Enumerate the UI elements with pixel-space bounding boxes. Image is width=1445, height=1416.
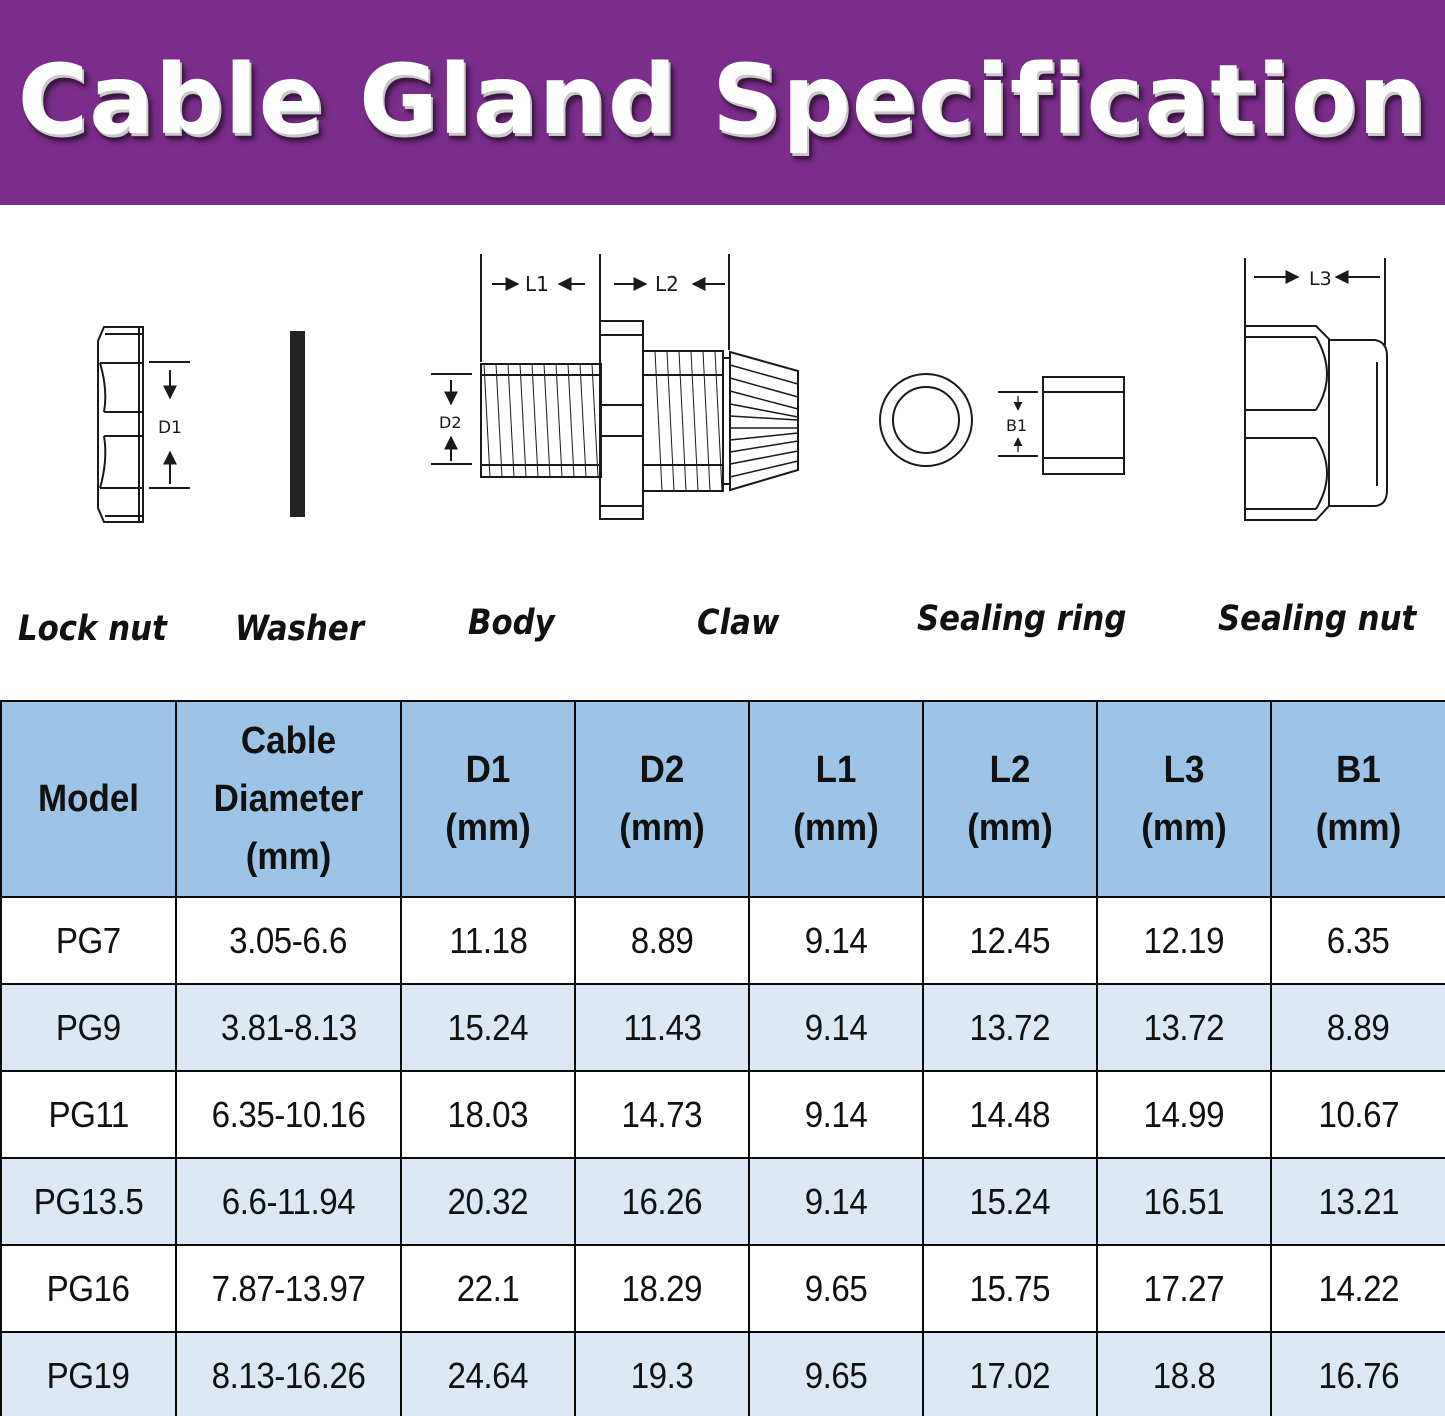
header-l1: L1(mm): [748, 700, 924, 898]
cell-l1: 9.14: [748, 896, 924, 985]
cell-d2: 18.29: [574, 1244, 750, 1333]
specification-table: Model Cable Diameter (mm) D1(mm) D2(mm) …: [0, 700, 1445, 1416]
cell-d1: 24.64: [400, 1331, 576, 1416]
washer-drawing: [290, 331, 305, 517]
cell-l3: 18.8: [1096, 1331, 1272, 1416]
lock-nut-drawing: [97, 326, 190, 523]
table-header-row: Model Cable Diameter (mm) D1(mm) D2(mm) …: [0, 700, 1445, 898]
part-label-sealing-nut: Sealing nut: [1218, 599, 1417, 639]
cell-l1: 9.65: [748, 1244, 924, 1333]
part-label-washer: Washer: [235, 609, 365, 649]
cell-cable-diameter: 3.81-8.13: [175, 983, 402, 1072]
cell-l1: 9.65: [748, 1331, 924, 1416]
d2-label: D2: [439, 413, 462, 432]
cell-l3: 12.19: [1096, 896, 1272, 985]
cell-d1: 18.03: [400, 1070, 576, 1159]
header-cable-diameter: Cable Diameter (mm): [175, 700, 402, 898]
cell-cable-diameter: 7.87-13.97: [175, 1244, 402, 1333]
cell-l2: 17.02: [922, 1331, 1098, 1416]
cell-model: PG19: [0, 1331, 177, 1416]
cell-l2: 15.24: [922, 1157, 1098, 1246]
header-model: Model: [0, 700, 177, 898]
part-label-claw: Claw: [697, 603, 780, 643]
header-l2: L2(mm): [922, 700, 1098, 898]
cell-d2: 8.89: [574, 896, 750, 985]
cell-d1: 15.24: [400, 983, 576, 1072]
cell-model: PG16: [0, 1244, 177, 1333]
cell-l1: 9.14: [748, 1070, 924, 1159]
header-l3: L3(mm): [1096, 700, 1272, 898]
sealing-nut-drawing: [1244, 258, 1388, 521]
component-diagrams: D1: [0, 205, 1445, 695]
cell-l2: 12.45: [922, 896, 1098, 985]
cell-l3: 16.51: [1096, 1157, 1272, 1246]
header-d1: D1(mm): [400, 700, 576, 898]
b1-label: B1: [1006, 416, 1027, 435]
table-row: PG9 3.81-8.13 15.24 11.43 9.14 13.72 13.…: [0, 983, 1445, 1072]
title-banner: Cable Gland Specification: [0, 0, 1445, 205]
l3-label: L3: [1309, 268, 1332, 290]
cell-d1: 22.1: [400, 1244, 576, 1333]
cell-b1: 16.76: [1270, 1331, 1445, 1416]
cell-cable-diameter: 6.6-11.94: [175, 1157, 402, 1246]
part-label-lock-nut: Lock nut: [18, 609, 167, 649]
table-row: PG7 3.05-6.6 11.18 8.89 9.14 12.45 12.19…: [0, 896, 1445, 985]
cell-d2: 16.26: [574, 1157, 750, 1246]
d1-label: D1: [158, 418, 182, 438]
cell-model: PG9: [0, 983, 177, 1072]
cell-l3: 13.72: [1096, 983, 1272, 1072]
cell-b1: 10.67: [1270, 1070, 1445, 1159]
cell-l1: 9.14: [748, 983, 924, 1072]
sealing-ring-drawing: [879, 373, 1125, 475]
cell-d2: 14.73: [574, 1070, 750, 1159]
cell-l3: 14.99: [1096, 1070, 1272, 1159]
table-row: PG16 7.87-13.97 22.1 18.29 9.65 15.75 17…: [0, 1244, 1445, 1333]
cell-b1: 6.35: [1270, 896, 1445, 985]
cell-b1: 13.21: [1270, 1157, 1445, 1246]
cell-l2: 13.72: [922, 983, 1098, 1072]
cell-b1: 14.22: [1270, 1244, 1445, 1333]
cell-l3: 17.27: [1096, 1244, 1272, 1333]
header-b1: B1(mm): [1270, 700, 1445, 898]
part-label-body: Body: [468, 603, 555, 643]
table-row: PG13.5 6.6-11.94 20.32 16.26 9.14 15.24 …: [0, 1157, 1445, 1246]
cell-b1: 8.89: [1270, 983, 1445, 1072]
page-title: Cable Gland Specification: [17, 43, 1428, 156]
cell-model: PG13.5: [0, 1157, 177, 1246]
cell-l2: 15.75: [922, 1244, 1098, 1333]
cell-l2: 14.48: [922, 1070, 1098, 1159]
cell-cable-diameter: 8.13-16.26: [175, 1331, 402, 1416]
cell-d1: 11.18: [400, 896, 576, 985]
table-row: PG11 6.35-10.16 18.03 14.73 9.14 14.48 1…: [0, 1070, 1445, 1159]
exploded-diagram: D1: [97, 254, 1388, 523]
cell-cable-diameter: 6.35-10.16: [175, 1070, 402, 1159]
l1-label: L1: [525, 272, 549, 296]
cell-model: PG11: [0, 1070, 177, 1159]
cell-d2: 11.43: [574, 983, 750, 1072]
cell-l1: 9.14: [748, 1157, 924, 1246]
table-row: PG19 8.13-16.26 24.64 19.3 9.65 17.02 18…: [0, 1331, 1445, 1416]
l2-label: L2: [655, 272, 679, 296]
header-d2: D2(mm): [574, 700, 750, 898]
cell-d1: 20.32: [400, 1157, 576, 1246]
body-drawing: [431, 254, 799, 520]
part-label-sealing-ring: Sealing ring: [917, 599, 1127, 639]
cell-model: PG7: [0, 896, 177, 985]
cell-cable-diameter: 3.05-6.6: [175, 896, 402, 985]
cell-d2: 19.3: [574, 1331, 750, 1416]
